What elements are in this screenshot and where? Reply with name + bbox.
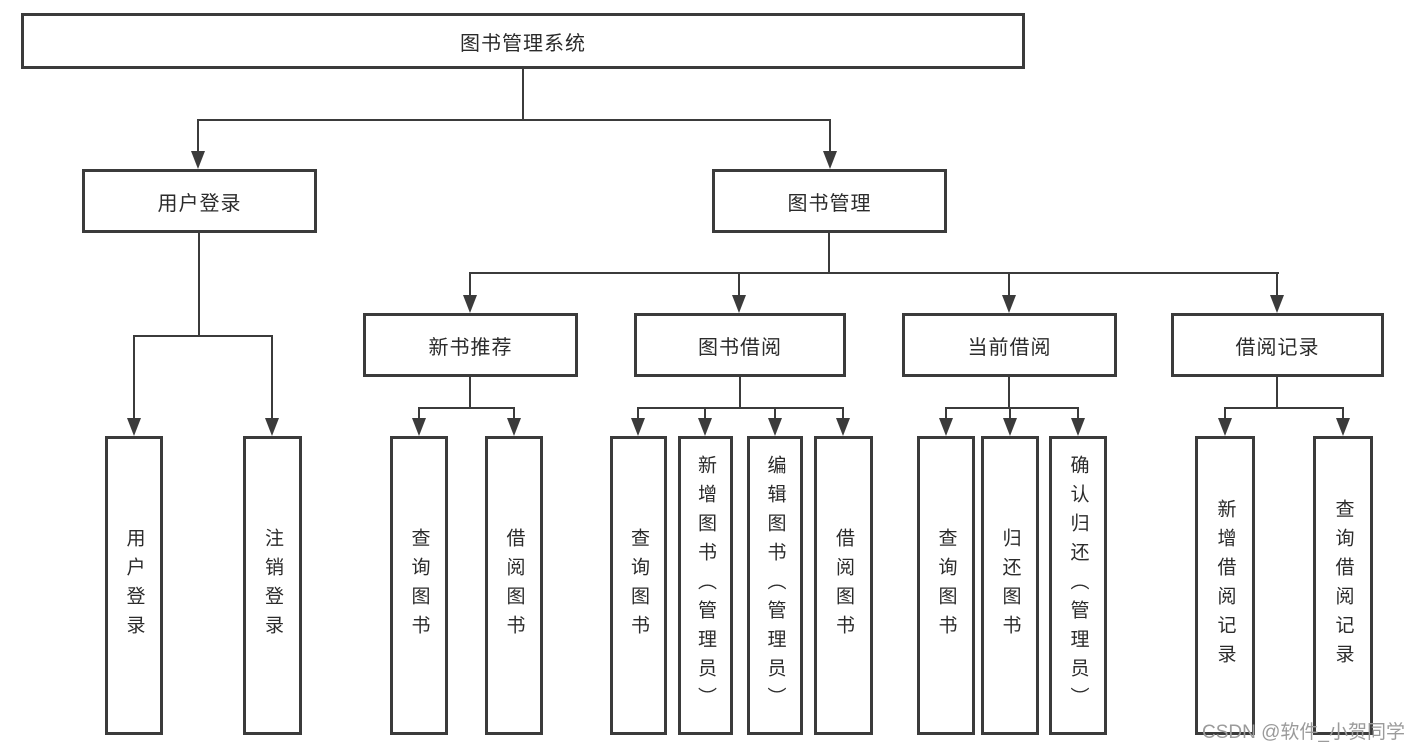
connector-line	[945, 407, 1079, 409]
node-label: 图书借阅	[698, 336, 782, 359]
leaf-label: 新增借阅记录	[1214, 498, 1236, 673]
leaf-label: 查询图书	[628, 527, 649, 644]
leaf-recommend-borrow-books: 借阅图书	[485, 436, 543, 735]
connector-line	[637, 407, 844, 409]
connector-line	[829, 119, 831, 153]
connector-line	[1008, 377, 1010, 407]
arrow-down-icon	[412, 418, 426, 436]
connector-line	[1342, 407, 1344, 420]
connector-line	[513, 407, 515, 420]
leaf-label: 归还图书	[999, 527, 1021, 644]
connector-line	[469, 272, 471, 297]
leaf-label: 查询图书	[408, 527, 430, 644]
arrow-down-icon	[1218, 418, 1232, 436]
connector-line	[469, 377, 471, 407]
connector-line	[198, 233, 200, 335]
node-book-management: 图书管理	[712, 169, 947, 233]
arrow-down-icon	[265, 418, 279, 436]
connector-line	[739, 377, 741, 407]
node-label: 用户登录	[157, 192, 242, 215]
leaf-add-borrow-record: 新增借阅记录	[1195, 436, 1255, 735]
connector-line	[133, 335, 135, 420]
leaf-return-books: 归还图书	[981, 436, 1039, 735]
leaf-add-books-admin: 新增图书（管理员）	[678, 436, 733, 735]
arrow-down-icon	[732, 295, 746, 313]
connector-line	[1276, 272, 1278, 297]
arrow-down-icon	[1336, 418, 1350, 436]
leaf-label: 新增图书（管理员）	[695, 455, 716, 716]
connector-line	[1077, 407, 1079, 420]
connector-line	[1276, 377, 1278, 407]
connector-line	[774, 407, 776, 420]
leaf-borrow-query-books: 查询图书	[610, 436, 667, 735]
leaf-confirm-return-admin: 确认归还（管理员）	[1049, 436, 1107, 735]
arrow-down-icon	[1003, 418, 1017, 436]
connector-line	[133, 335, 273, 337]
connector-line	[1009, 407, 1011, 420]
node-label: 图书管理	[787, 192, 872, 215]
node-label: 新书推荐	[428, 336, 513, 359]
connector-line	[418, 407, 515, 409]
csdn-watermark: CSDN @软件_小贺同学	[1202, 722, 1405, 743]
arrow-down-icon	[939, 418, 953, 436]
arrow-down-icon	[768, 418, 782, 436]
leaf-user-login: 用户登录	[105, 436, 163, 735]
arrow-down-icon	[698, 418, 712, 436]
node-borrowing-records: 借阅记录	[1171, 313, 1384, 377]
connector-line	[945, 407, 947, 420]
arrow-down-icon	[463, 295, 477, 313]
connector-line	[271, 335, 273, 420]
arrow-down-icon	[1002, 295, 1016, 313]
leaf-label: 注销登录	[262, 527, 283, 644]
leaf-borrow-books: 借阅图书	[814, 436, 873, 735]
node-user-login: 用户登录	[82, 169, 317, 233]
leaf-label: 借阅图书	[833, 527, 854, 644]
connector-line	[637, 407, 639, 420]
arrow-down-icon	[836, 418, 850, 436]
connector-line	[1224, 407, 1226, 420]
leaf-current-query-books: 查询图书	[917, 436, 975, 735]
leaf-edit-books-admin: 编辑图书（管理员）	[747, 436, 803, 735]
arrow-down-icon	[631, 418, 645, 436]
node-label: 借阅记录	[1235, 336, 1320, 359]
connector-line	[828, 233, 830, 272]
arrow-down-icon	[1071, 418, 1085, 436]
leaf-query-borrow-record: 查询借阅记录	[1313, 436, 1373, 735]
leaf-label: 借阅图书	[503, 527, 525, 644]
arrow-down-icon	[191, 151, 205, 169]
leaf-logout: 注销登录	[243, 436, 302, 735]
leaf-label: 查询图书	[935, 527, 957, 644]
arrow-down-icon	[507, 418, 521, 436]
connector-line	[1008, 272, 1010, 297]
node-label: 图书管理系统	[460, 32, 586, 55]
connector-line	[842, 407, 844, 420]
arrow-down-icon	[1270, 295, 1284, 313]
leaf-label: 用户登录	[123, 527, 145, 644]
node-new-book-recommendation: 新书推荐	[363, 313, 578, 377]
connector-line	[1224, 407, 1344, 409]
arrow-down-icon	[823, 151, 837, 169]
node-label: 当前借阅	[967, 336, 1052, 359]
node-book-borrowing: 图书借阅	[634, 313, 846, 377]
arrow-down-icon	[127, 418, 141, 436]
leaf-label: 确认归还（管理员）	[1067, 455, 1089, 716]
connector-line	[704, 407, 706, 420]
connector-line	[197, 119, 199, 153]
node-current-borrowing: 当前借阅	[902, 313, 1117, 377]
connector-line	[469, 272, 1279, 274]
leaf-recommend-query-books: 查询图书	[390, 436, 448, 735]
connector-line	[418, 407, 420, 420]
leaf-label: 编辑图书（管理员）	[764, 455, 786, 716]
connector-line	[197, 119, 831, 121]
connector-line	[522, 69, 524, 119]
connector-line	[738, 272, 740, 297]
node-library-management-system: 图书管理系统	[21, 13, 1025, 69]
leaf-label: 查询借阅记录	[1332, 498, 1354, 673]
